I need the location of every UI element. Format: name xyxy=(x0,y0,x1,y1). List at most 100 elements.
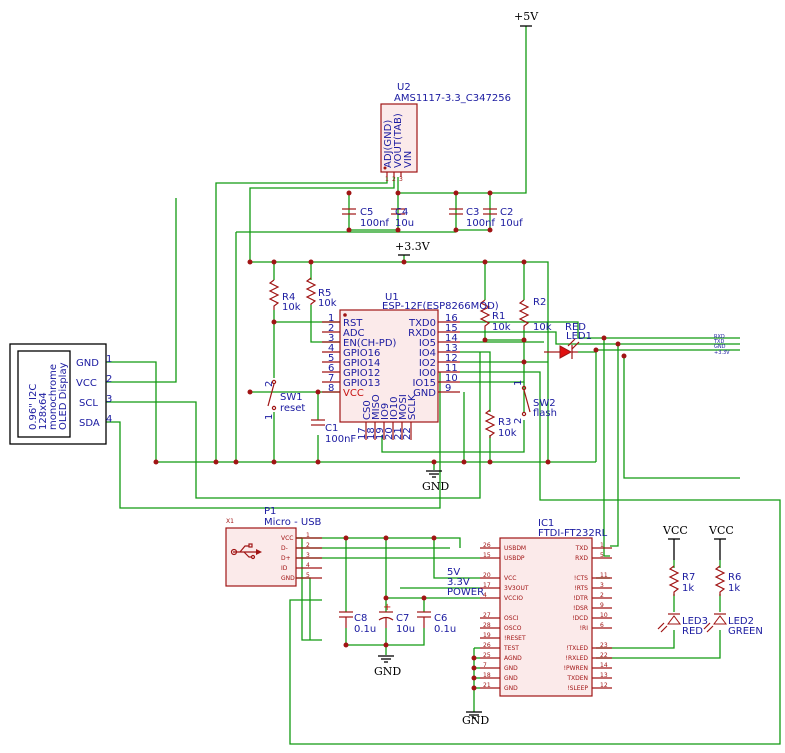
r3-value: 10k xyxy=(498,428,517,439)
junction xyxy=(271,259,277,265)
ftdi-pin-num: 20 xyxy=(483,572,491,579)
junction xyxy=(593,347,599,353)
ftdi-pin-num: 21 xyxy=(483,682,491,689)
junction xyxy=(346,227,352,233)
esp-pin-num: 15 xyxy=(445,323,458,334)
c7-ref: C7 xyxy=(396,613,409,624)
usb-pin-name: VCC xyxy=(281,535,293,542)
r6-value: 1k xyxy=(728,583,740,594)
c8-ref: C8 xyxy=(354,613,367,624)
junction xyxy=(395,227,401,233)
net-5v-label: +5V xyxy=(514,10,539,23)
esp-pin-name: IO0 xyxy=(419,368,436,379)
c1-value: 100nF xyxy=(325,434,356,445)
junction xyxy=(247,259,253,265)
capacitor-c5: C5 100nf xyxy=(342,207,389,229)
usb-pin-num: 3 xyxy=(306,552,310,559)
ftdi-pin-num: 27 xyxy=(483,612,491,619)
junction xyxy=(395,190,401,196)
r1-value: 10k xyxy=(492,322,511,333)
usb-pin-num: 1 xyxy=(306,532,310,539)
ftdi-pin-num: 11 xyxy=(600,572,608,579)
ftdi-pin-name: TXD xyxy=(575,545,589,552)
ftdi-pin-num: 28 xyxy=(483,622,491,629)
right-bus-labels: RXD TXD GND +3.3V xyxy=(713,334,730,356)
ftdi-pin-name: GND xyxy=(504,685,518,692)
u2-pin2-name: VOUT(TAB) xyxy=(393,113,404,168)
r3-ref: R3 xyxy=(498,417,511,428)
esp-pin-name: IO10 xyxy=(389,396,400,420)
esp-pin-num: 17 xyxy=(357,427,368,440)
u2-ref: U2 xyxy=(397,82,411,93)
c2-value: 10uf xyxy=(500,218,523,229)
usb-pin-name: GND xyxy=(281,575,295,582)
ftdi-pin-num: 2 xyxy=(600,592,604,599)
ftdi-pin-name: !RESET xyxy=(504,635,526,642)
oled-pin-name-sda: SDA xyxy=(79,418,100,429)
usb-pin-name: ID xyxy=(281,565,288,572)
ftdi-pin-name: GND xyxy=(504,665,518,672)
esp-pin-num: 10 xyxy=(445,373,458,384)
esp-pin-num: 21 xyxy=(393,427,404,440)
vcc-symbol-2: VCC xyxy=(708,524,734,560)
esp-pin-name: IO5 xyxy=(419,338,436,349)
c8-value: 0.1u xyxy=(354,624,376,635)
ftdi-pin-name: AGND xyxy=(504,655,522,662)
junction xyxy=(343,535,349,541)
junction xyxy=(431,459,437,465)
ftdi-pin-num: 1 xyxy=(600,542,604,549)
ic1-ref: IC1 xyxy=(538,518,554,529)
junction xyxy=(615,341,621,347)
bus-label-txd: TXD xyxy=(713,339,724,345)
junction xyxy=(213,459,219,465)
resistor-r1: R1 10k xyxy=(479,299,511,333)
esp-pin-name: GPIO14 xyxy=(343,358,380,369)
oled-pin-num-4: 4 xyxy=(106,414,112,425)
c1-ref: C1 xyxy=(325,423,338,434)
usb-ref: P1 xyxy=(264,506,276,517)
ftdi-pin-name: VCCIO xyxy=(504,595,523,602)
ftdi-pin-num: 25 xyxy=(483,652,491,659)
oled-pin-name-vcc: VCC xyxy=(76,378,97,389)
led2-value: GREEN xyxy=(728,626,763,637)
junction xyxy=(315,459,321,465)
junction xyxy=(471,655,477,661)
ftdi-net-3v3: 3.3V xyxy=(447,577,470,588)
junction xyxy=(521,359,527,365)
ftdi-pin-name: !DCD xyxy=(572,615,588,622)
gnd-symbol-usb: GND xyxy=(374,655,401,678)
junction xyxy=(482,337,488,343)
oled-line-4: OLED Display xyxy=(58,362,69,430)
esp-pin-num: 18 xyxy=(366,427,377,440)
ftdi-pin-num: 23 xyxy=(600,642,608,649)
junction xyxy=(487,190,493,196)
junction xyxy=(453,190,459,196)
ftdi-pin-num: 26 xyxy=(483,642,491,649)
junctions xyxy=(153,190,627,691)
esp-pin-num: 12 xyxy=(445,353,458,364)
r4-ref: R4 xyxy=(282,292,295,303)
esp-pin-num: 11 xyxy=(445,363,458,374)
u2-pin1-num: 1 xyxy=(385,176,389,183)
ftdi-pin-name: RXD xyxy=(575,555,588,562)
esp-pin-name: RST xyxy=(343,318,363,329)
oled-pin-name-gnd: GND xyxy=(76,358,99,369)
led2-ref: LED2 xyxy=(728,616,754,627)
net-vcc-label-2: VCC xyxy=(708,524,734,537)
capacitor-c8: C8 0.1u xyxy=(339,611,376,635)
led1-ref: LED1 xyxy=(566,331,592,342)
esp-pin-num: 1 xyxy=(328,313,334,324)
junction xyxy=(421,595,427,601)
esp-pin-num: 19 xyxy=(375,427,386,440)
bus-label-rxd: RXD xyxy=(714,334,725,340)
c3-ref: C3 xyxy=(466,207,479,218)
led3-value: RED xyxy=(682,626,703,637)
ftdi-pin-name: 3V3OUT xyxy=(504,585,529,592)
c6-ref: C6 xyxy=(434,613,447,624)
oled-display: 0.96" I2C 128x64 monochrome OLED Display… xyxy=(9,343,112,445)
sw2-pin2: 2 xyxy=(513,418,524,424)
